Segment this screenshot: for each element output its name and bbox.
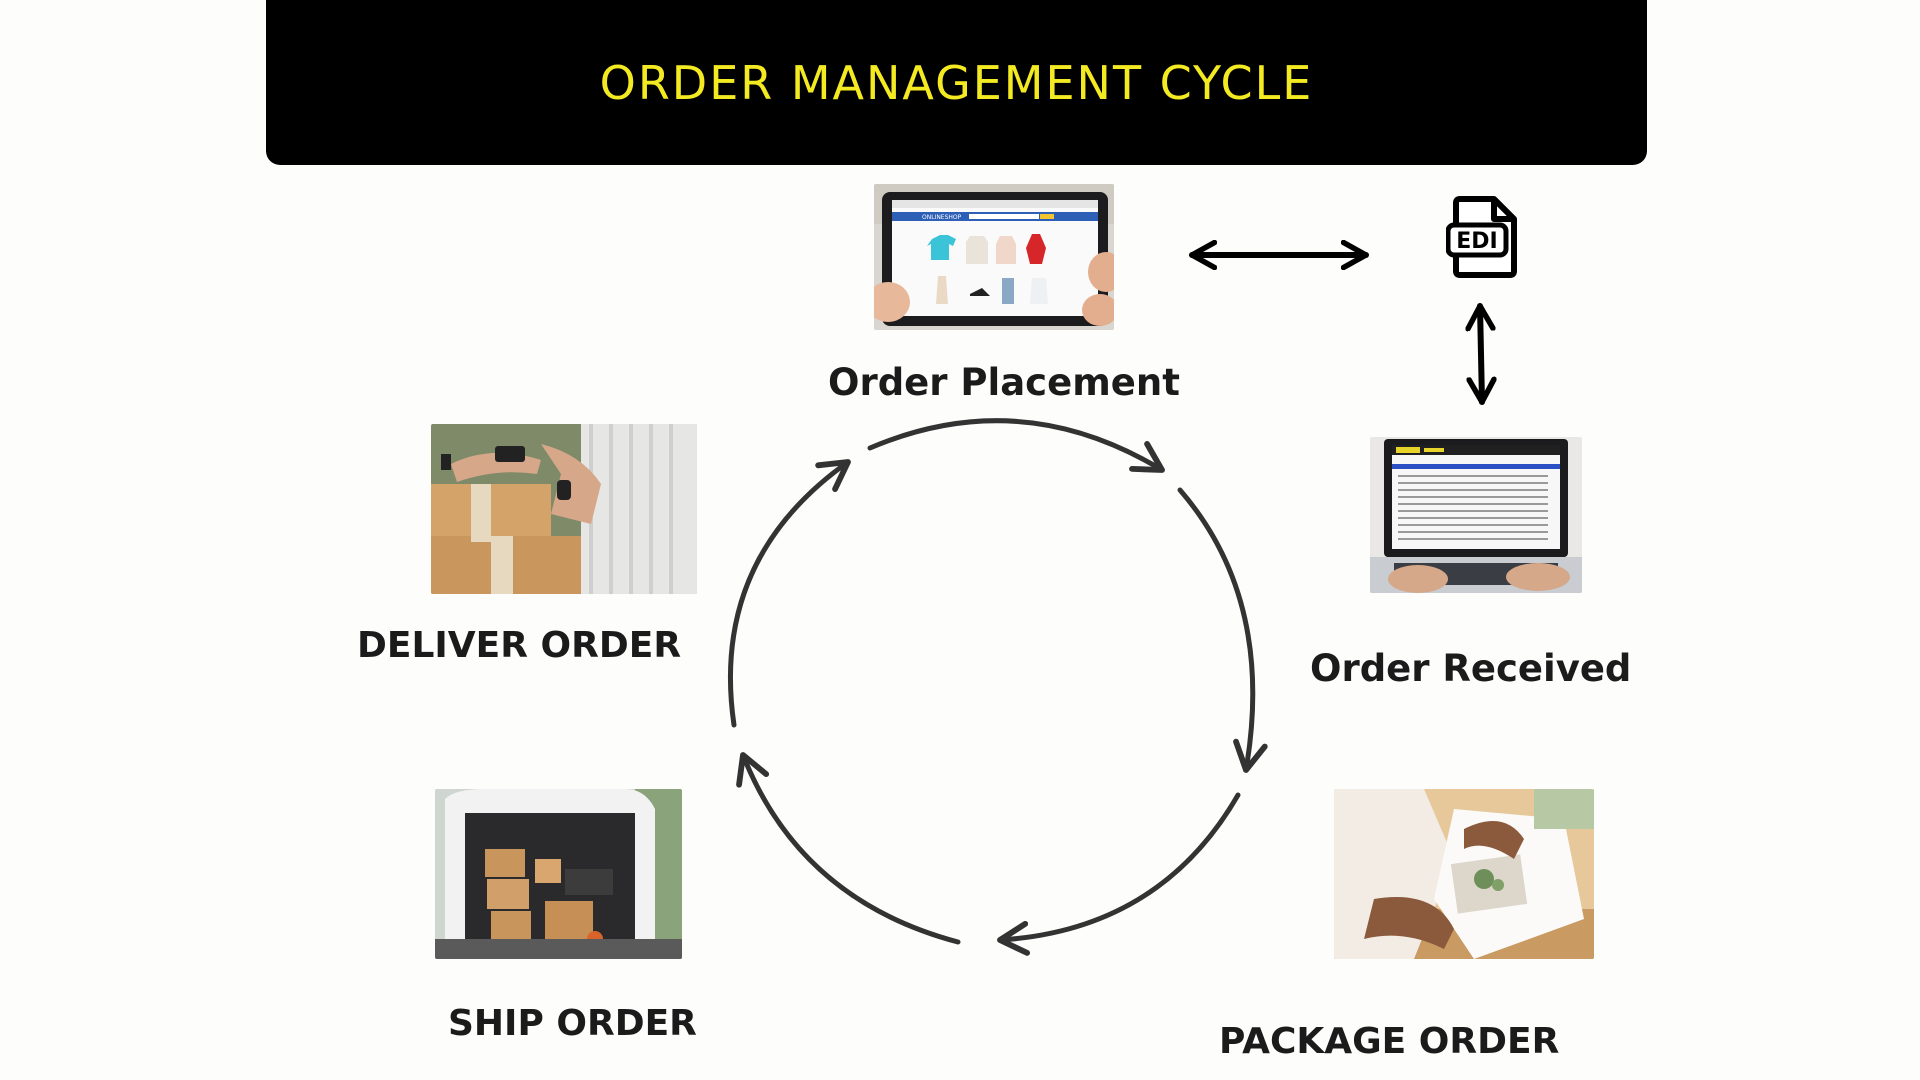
online-shop-tablet-image: ONLINESHOP [874, 184, 1114, 330]
laptop-order-list-image [1370, 437, 1582, 593]
label-package-order: PACKAGE ORDER [1219, 1021, 1560, 1062]
arrow-ship-to-deliver [736, 752, 961, 945]
arrow-edi-received [1480, 303, 1482, 405]
arrow-package-to-ship [997, 792, 1241, 956]
edi-icon-label: EDI [1456, 229, 1497, 254]
online-shop-banner-text: ONLINESHOP [922, 214, 962, 221]
label-order-placement: Order Placement [828, 361, 1180, 404]
label-deliver-order: DELIVER ORDER [357, 625, 682, 666]
page-title: ORDER MANAGEMENT CYCLE [599, 55, 1314, 110]
delivery-van-image [435, 789, 682, 959]
packaging-box-image [1334, 789, 1594, 959]
edi-file-icon: EDI [1445, 195, 1522, 279]
label-ship-order: SHIP ORDER [448, 1003, 697, 1044]
parcel-handover-image [431, 424, 697, 594]
arrow-placement-to-received [867, 418, 1165, 473]
label-order-received: Order Received [1310, 647, 1632, 690]
title-banner: ORDER MANAGEMENT CYCLE [266, 0, 1647, 165]
arrow-received-to-package [1177, 487, 1268, 773]
arrow-deliver-to-placement [728, 459, 851, 728]
